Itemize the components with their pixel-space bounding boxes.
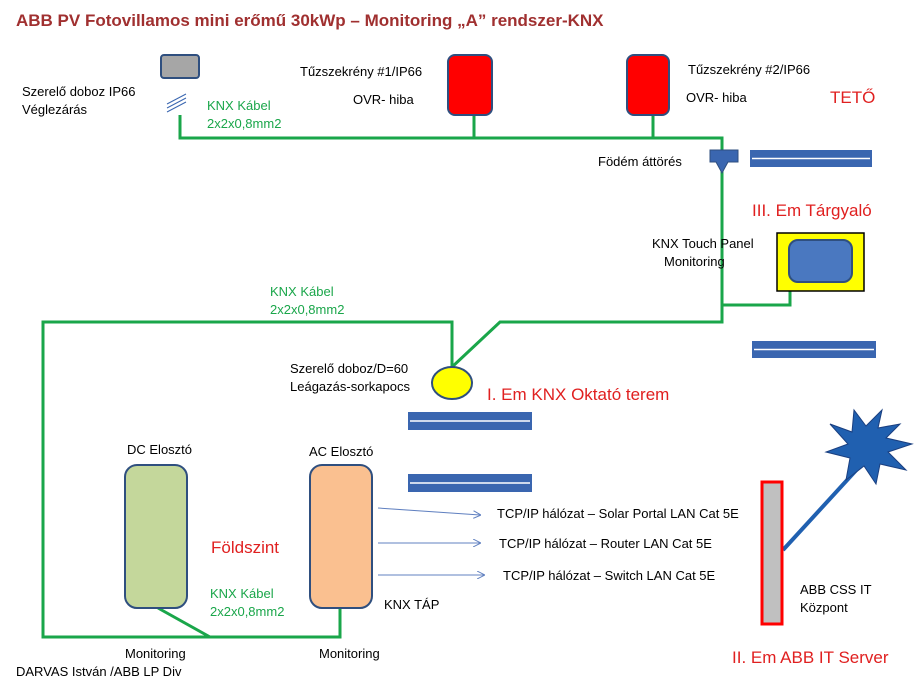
label-ac-board: AC Elosztó xyxy=(309,444,374,459)
network-link xyxy=(781,464,862,552)
label-knx-cable-mid-spec: 2x2x0,8mm2 xyxy=(270,302,345,317)
ceiling-penetration-icon xyxy=(709,149,739,175)
network-burst-icon xyxy=(824,408,914,486)
knx-cable-roof xyxy=(178,115,655,140)
label-knx-power: KNX TÁP xyxy=(384,597,440,612)
label-fire-cabinet-2: Tűzszekrény #2/IP66 xyxy=(688,62,811,77)
knx-touch-panel-screen xyxy=(788,239,853,283)
label-fire-cabinet-1: Tűzszekrény #1/IP66 xyxy=(300,64,423,79)
ac-distribution-board xyxy=(309,464,373,609)
label-dc-board: DC Elosztó xyxy=(127,442,193,457)
label-roof: TETŐ xyxy=(830,88,876,107)
label-author: DARVAS István /ABB LP Div xyxy=(16,664,182,679)
label-knx-cable-roof: KNX Kábel xyxy=(207,98,271,113)
floor-slab-first-b xyxy=(408,474,532,492)
knx-cable-ground-loop xyxy=(41,320,454,639)
label-knx-cable-roof-spec: 2x2x0,8mm2 xyxy=(207,116,282,131)
diagram-title: ABB PV Fotovillamos mini erőmű 30kWp – M… xyxy=(16,11,604,30)
tcp-arrow-solar xyxy=(377,507,480,515)
label-termination: Véglezárás xyxy=(22,102,88,117)
floor-slab-third xyxy=(752,341,876,358)
floor-slab-first-a xyxy=(408,412,532,430)
label-ac-monitoring: Monitoring xyxy=(319,646,380,661)
label-touch-panel: KNX Touch Panel xyxy=(652,236,754,251)
label-tcp-router: TCP/IP hálózat – Router LAN Cat 5E xyxy=(499,536,712,551)
label-second-floor: II. Em ABB IT Server xyxy=(732,648,889,667)
label-ovr-fault-1: OVR- hiba xyxy=(353,92,414,107)
label-knx-cable-ground: KNX Kábel xyxy=(210,586,274,601)
junction-box-d60 xyxy=(431,366,473,400)
label-dc-monitoring: Monitoring xyxy=(125,646,186,661)
label-knx-cable-mid: KNX Kábel xyxy=(270,284,334,299)
knx-cable-junction-to-panel xyxy=(450,305,724,369)
label-css-it-center: Központ xyxy=(800,600,848,615)
label-terminal-block: Leágazás-sorkapocs xyxy=(290,379,410,394)
label-ovr-fault-2: OVR- hiba xyxy=(686,90,747,105)
label-knx-cable-ground-spec: 2x2x0,8mm2 xyxy=(210,604,285,619)
it-server-rack xyxy=(760,480,784,626)
label-first-floor: I. Em KNX Oktató terem xyxy=(487,385,670,404)
label-tcp-switch: TCP/IP hálózat – Switch LAN Cat 5E xyxy=(503,568,716,583)
label-css-it: ABB CSS IT xyxy=(800,582,872,597)
label-tcp-solar: TCP/IP hálózat – Solar Portal LAN Cat 5E xyxy=(497,506,739,521)
dc-distribution-board xyxy=(124,464,188,609)
installation-box-ip66 xyxy=(160,54,200,79)
cable-hatch-icon xyxy=(166,93,187,113)
floor-slab-roof xyxy=(750,150,872,167)
label-ceiling-penetration: Födém áttörés xyxy=(598,154,682,169)
label-junction-box: Szerelő doboz/D=60 xyxy=(290,361,409,376)
label-installation-box: Szerelő doboz IP66 xyxy=(22,84,136,99)
fire-cabinet-1 xyxy=(447,54,493,116)
label-touch-panel-monitoring: Monitoring xyxy=(664,254,725,269)
knx-cable-dc-to-ac xyxy=(157,606,211,639)
label-third-floor: III. Em Tárgyaló xyxy=(752,201,872,220)
label-ground-floor: Földszint xyxy=(211,538,280,557)
fire-cabinet-2 xyxy=(626,54,670,116)
